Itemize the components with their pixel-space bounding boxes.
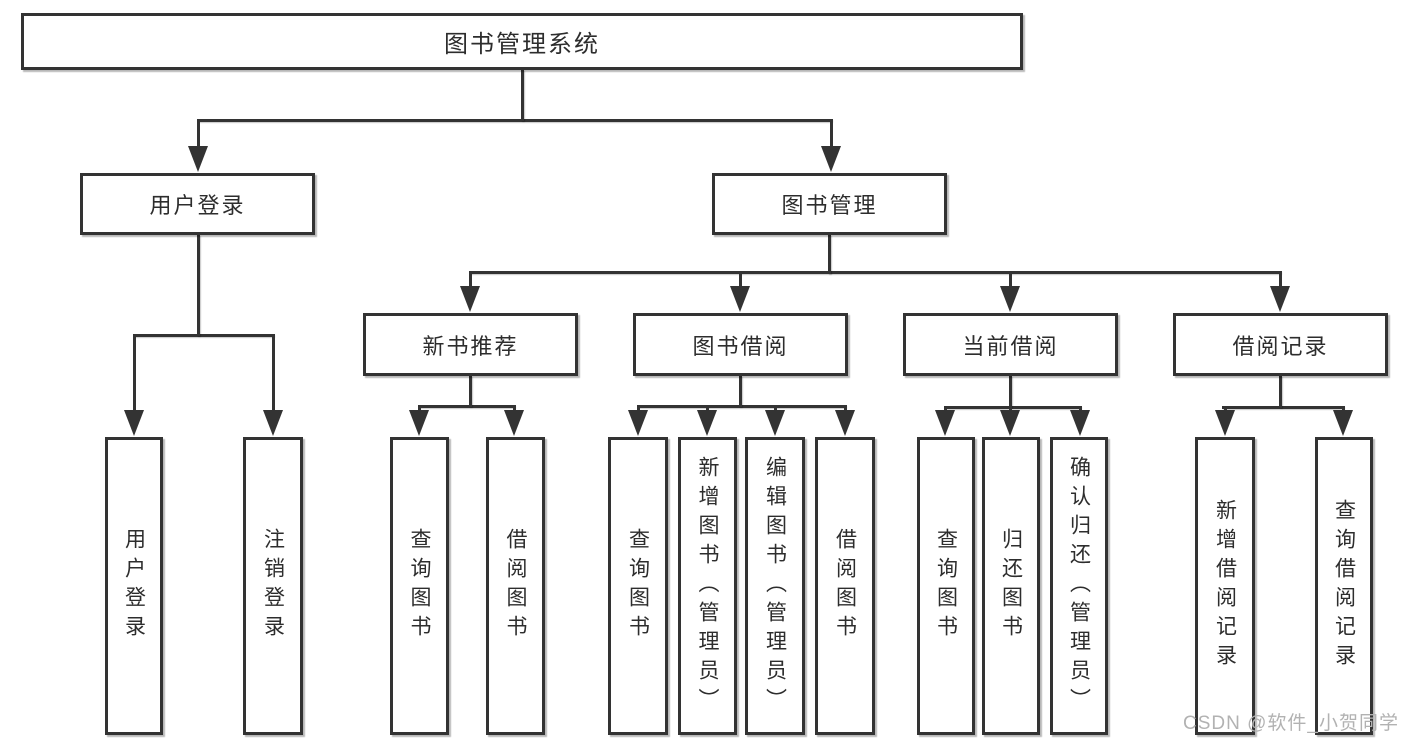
arrow-shaft <box>132 334 136 414</box>
node-leaf-borrow-book-2: 借阅图书 <box>815 437 875 735</box>
arrow-shaft <box>468 271 472 290</box>
node-label: 新增图书（管理员） <box>696 455 719 717</box>
node-label: 注销登录 <box>261 528 285 644</box>
connector-hline <box>637 405 846 408</box>
connector-vline <box>520 70 524 121</box>
arrow-shaft <box>738 271 742 290</box>
node-leaf-return-book: 归还图书 <box>982 437 1040 735</box>
node-leaf-add-record: 新增借阅记录 <box>1195 437 1255 735</box>
node-borrow-record: 借阅记录 <box>1173 313 1388 376</box>
arrow-down-icon <box>935 410 955 436</box>
arrow-shaft <box>829 119 833 150</box>
arrow-shaft <box>271 334 275 414</box>
arrow-down-icon <box>263 410 283 436</box>
node-label: 用户登录 <box>122 528 146 644</box>
node-leaf-edit-book-admin: 编辑图书（管理员） <box>745 437 805 735</box>
arrow-shaft <box>196 119 200 150</box>
node-label: 归还图书 <box>999 528 1023 644</box>
arrow-shaft <box>512 405 516 414</box>
arrow-down-icon <box>1333 410 1353 436</box>
node-label: 用户登录 <box>149 193 246 218</box>
arrow-down-icon <box>1000 286 1020 312</box>
arrow-shaft <box>636 405 640 414</box>
node-label: 图书管理 <box>781 193 878 218</box>
arrow-shaft <box>705 405 709 414</box>
node-label: 图书借阅 <box>692 333 789 359</box>
connector-hline <box>1222 406 1344 409</box>
node-leaf-query-record: 查询借阅记录 <box>1315 437 1373 735</box>
connector-hline <box>418 405 515 408</box>
arrow-down-icon <box>730 286 750 312</box>
node-label: 查询图书 <box>934 528 958 644</box>
node-label: 借阅图书 <box>833 528 857 644</box>
connector-vline <box>738 376 742 407</box>
arrow-down-icon <box>409 410 429 436</box>
connector-vline <box>1278 376 1282 408</box>
arrow-down-icon <box>835 410 855 436</box>
node-label: 查询图书 <box>626 528 650 644</box>
arrow-down-icon <box>460 286 480 312</box>
node-book-mgmt: 图书管理 <box>712 173 947 235</box>
arrow-down-icon <box>1000 410 1020 436</box>
node-leaf-query-book-2: 查询图书 <box>608 437 668 735</box>
connector-vline <box>468 376 472 407</box>
node-label: 确认归还（管理员） <box>1067 455 1091 717</box>
node-leaf-query-book-1: 查询图书 <box>390 437 449 735</box>
node-leaf-user-login: 用户登录 <box>105 437 163 735</box>
connector-hline <box>944 406 1081 409</box>
node-leaf-query-book-3: 查询图书 <box>917 437 975 735</box>
node-label: 查询借阅记录 <box>1332 499 1356 673</box>
connector-hline <box>133 334 274 337</box>
connector-vline <box>827 235 831 274</box>
node-label: 借阅图书 <box>504 528 527 644</box>
node-leaf-logout: 注销登录 <box>243 437 303 735</box>
node-root: 图书管理系统 <box>21 13 1023 70</box>
arrow-down-icon <box>628 410 648 436</box>
arrow-down-icon <box>124 410 144 436</box>
node-user-login: 用户登录 <box>80 173 315 235</box>
connector-vline <box>1008 376 1012 408</box>
arrow-down-icon <box>504 410 524 436</box>
arrow-down-icon <box>697 410 717 436</box>
arrow-shaft <box>843 405 847 414</box>
node-label: 图书管理系统 <box>444 31 600 58</box>
node-leaf-confirm-return: 确认归还（管理员） <box>1050 437 1108 735</box>
arrow-down-icon <box>821 146 841 172</box>
node-label: 编辑图书（管理员） <box>763 455 787 717</box>
arrow-shaft <box>773 405 777 414</box>
arrow-shaft <box>417 405 421 414</box>
connector-vline <box>196 235 200 336</box>
arrow-down-icon <box>1070 410 1090 436</box>
node-leaf-add-book-admin: 新增图书（管理员） <box>678 437 737 735</box>
connector-hline <box>197 119 832 122</box>
arrow-down-icon <box>1270 286 1290 312</box>
arrow-down-icon <box>188 146 208 172</box>
arrow-down-icon <box>1215 410 1235 436</box>
node-label: 借阅记录 <box>1232 333 1329 359</box>
node-label: 查询图书 <box>408 528 431 644</box>
node-label: 当前借阅 <box>962 333 1059 359</box>
arrow-shaft <box>1278 271 1282 290</box>
node-leaf-borrow-book-1: 借阅图书 <box>486 437 545 735</box>
node-label: 新书推荐 <box>422 333 519 359</box>
arrow-down-icon <box>765 410 785 436</box>
watermark: CSDN @软件_小贺同学 <box>1183 713 1399 734</box>
connector-hline <box>469 271 1281 274</box>
node-current-borrow: 当前借阅 <box>903 313 1118 376</box>
arrow-shaft <box>1008 271 1012 290</box>
node-book-borrow: 图书借阅 <box>633 313 848 376</box>
node-label: 新增借阅记录 <box>1213 499 1237 673</box>
node-new-book-rec: 新书推荐 <box>363 313 578 376</box>
